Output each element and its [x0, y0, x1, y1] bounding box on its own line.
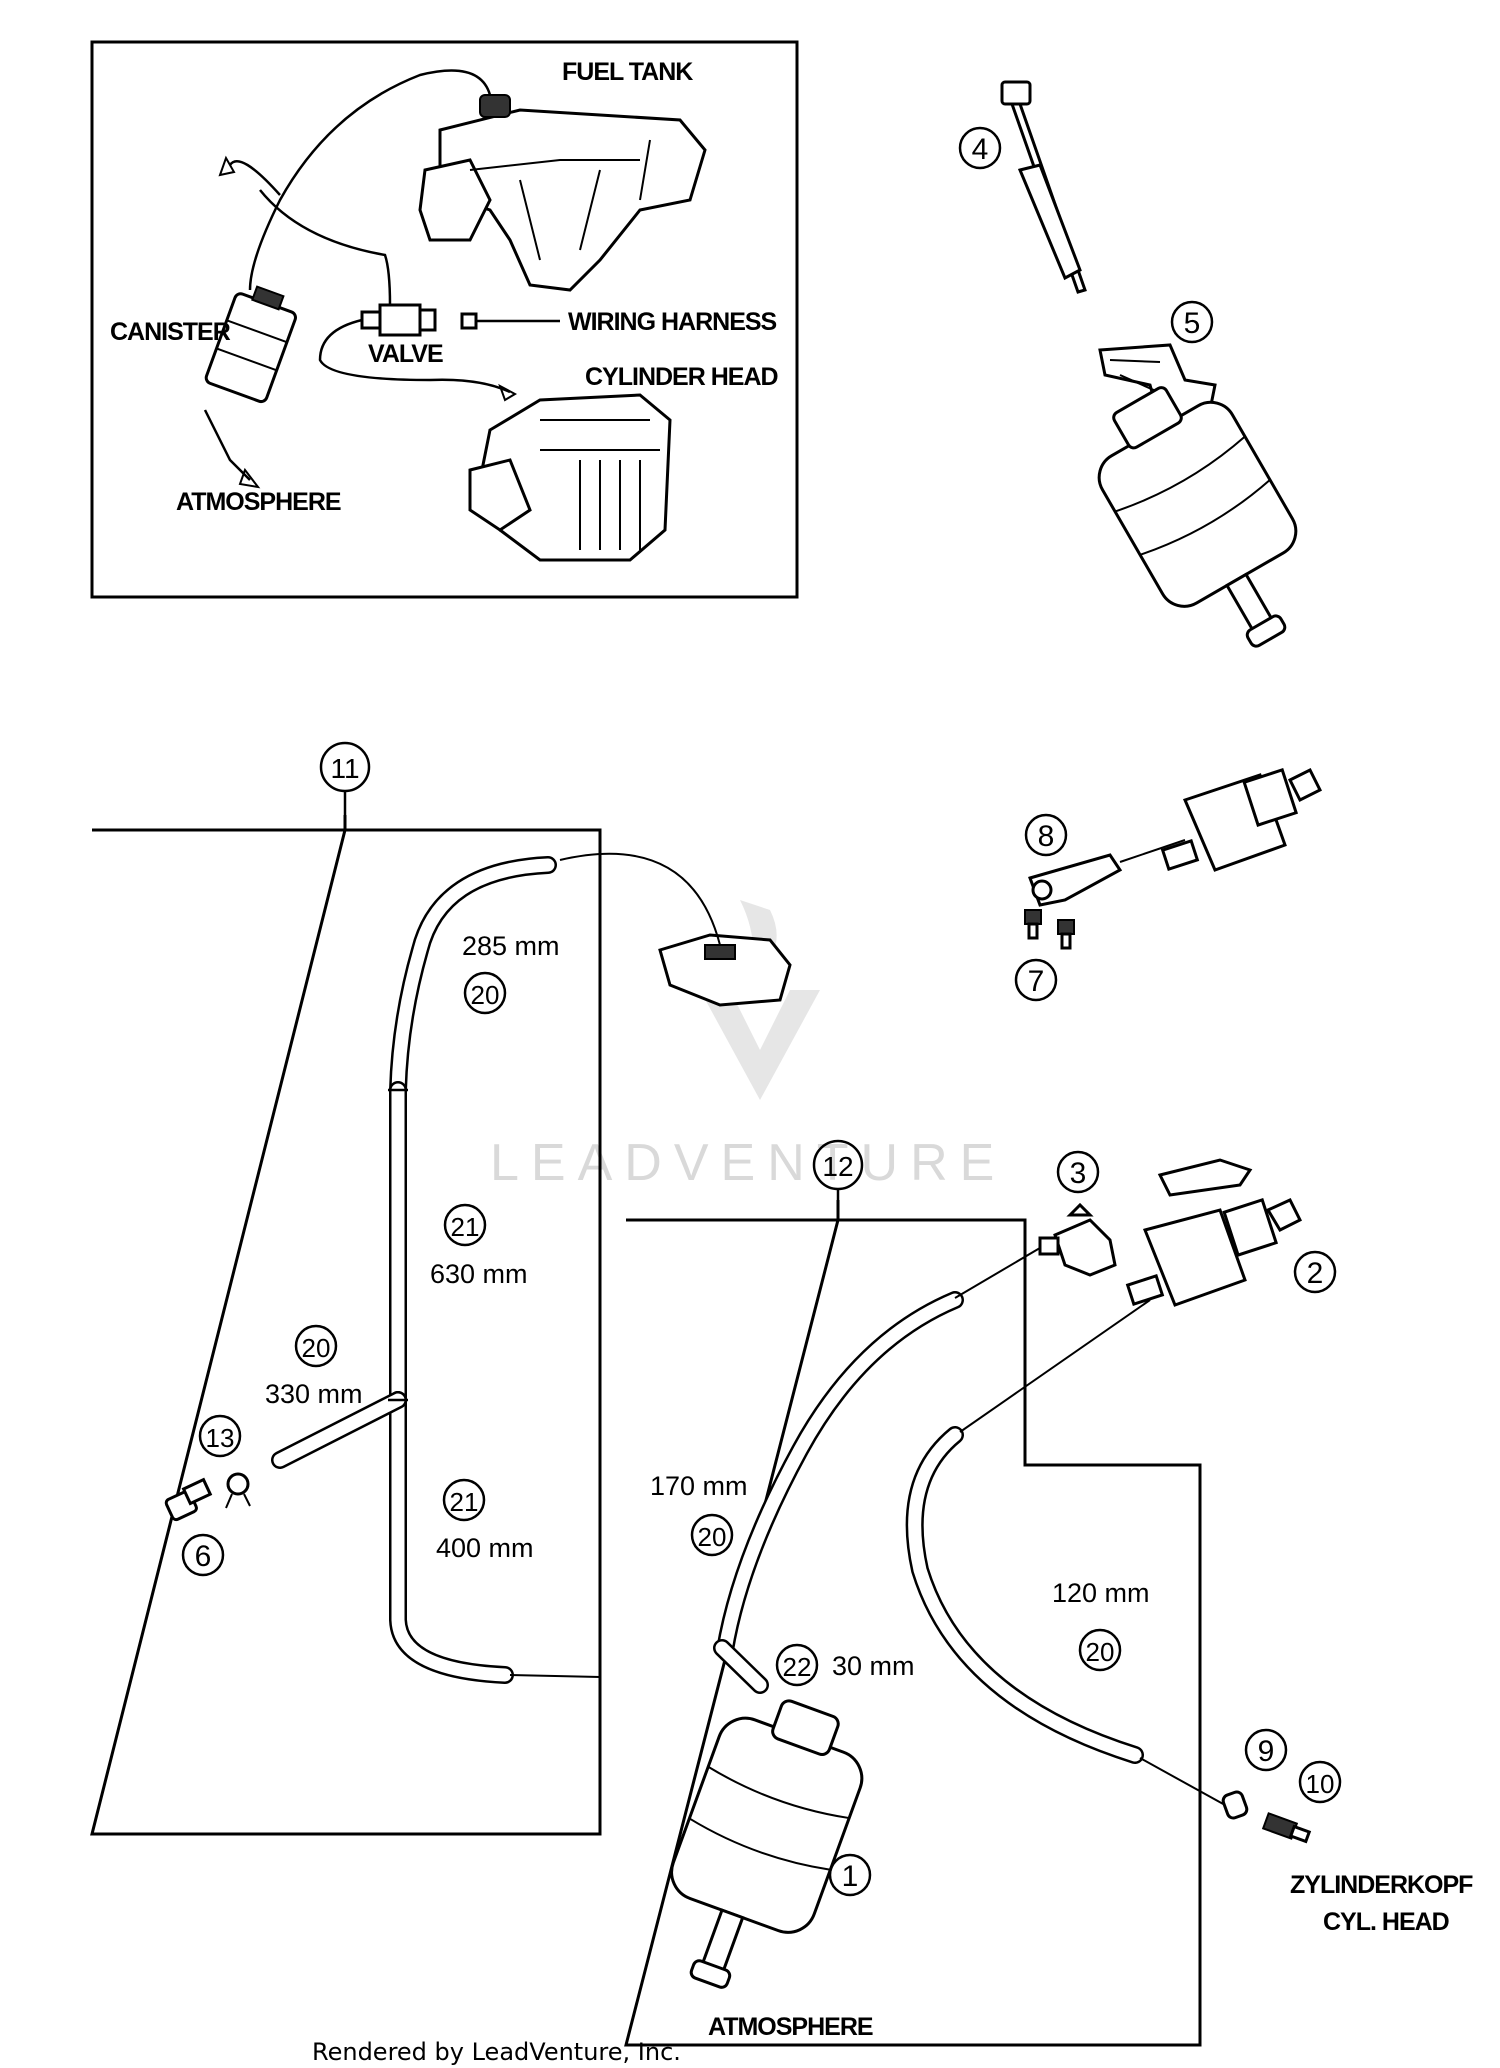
callout-2: 2	[1293, 1250, 1337, 1294]
assembly-11	[90, 815, 602, 1836]
valve-small	[360, 303, 478, 337]
callout-20-170: 20	[690, 1513, 734, 1557]
branch-line	[228, 160, 281, 196]
callout-21-630: 21	[443, 1203, 487, 1247]
svg-text:5: 5	[1184, 307, 1201, 340]
part-6-plug	[164, 1477, 213, 1522]
callout-11: 11	[319, 741, 371, 815]
length-285: 285 mm	[462, 931, 560, 961]
svg-text:6: 6	[195, 1540, 212, 1573]
svg-text:7: 7	[1028, 965, 1045, 998]
cylinder-head-illustration	[468, 393, 672, 562]
assembly-12-frame	[624, 1200, 1202, 2047]
callout-5: 5	[1170, 300, 1214, 344]
wiring-harness-label: WIRING HARNESS	[568, 308, 777, 336]
part-4-strap	[1000, 80, 1087, 294]
svg-text:22: 22	[783, 1652, 812, 1682]
callout-12: 12	[812, 1139, 864, 1200]
render-credit: Rendered by LeadVenture, Inc.	[312, 2038, 681, 2066]
callout-21-400: 21	[442, 1478, 486, 1522]
svg-text:10: 10	[1306, 1769, 1335, 1799]
callout-4: 4	[958, 126, 1002, 170]
valve-hose	[259, 189, 392, 306]
length-400: 400 mm	[436, 1533, 534, 1563]
atmosphere-bottom-label: ATMOSPHERE	[708, 2013, 873, 2041]
callout-3: 3	[1056, 1150, 1100, 1194]
svg-text:2: 2	[1307, 1257, 1324, 1290]
callout-7: 7	[1014, 958, 1058, 1002]
watermark-text: LEADVENTURE	[490, 1134, 1006, 1192]
length-630: 630 mm	[430, 1259, 528, 1289]
assembly-11-frame	[90, 815, 602, 1836]
callout-22: 22	[775, 1643, 819, 1687]
part-7-screws	[1024, 909, 1075, 950]
part-1-canister	[670, 1699, 864, 1989]
part-8-bracket	[1028, 853, 1123, 907]
svg-text:21: 21	[451, 1212, 480, 1242]
callout-10: 10	[1298, 1760, 1342, 1804]
part-10-nipple	[1261, 1812, 1312, 1844]
callout-20-120: 20	[1078, 1628, 1122, 1672]
zylinderkopf-label: ZYLINDERKOPF	[1290, 1871, 1473, 1899]
length-120: 120 mm	[1052, 1578, 1150, 1608]
atmosphere-line	[203, 409, 251, 481]
fuel-cap	[559, 852, 792, 1007]
inset-frame	[90, 40, 799, 599]
cyl-head-label: CYL. HEAD	[1323, 1908, 1449, 1936]
length-30: 30 mm	[832, 1651, 915, 1681]
svg-text:20: 20	[471, 980, 500, 1010]
svg-text:11: 11	[330, 753, 359, 784]
svg-text:9: 9	[1258, 1735, 1275, 1768]
svg-text:20: 20	[302, 1333, 331, 1363]
leadventure-watermark: LEADVENTURE	[490, 900, 1006, 1192]
svg-text:20: 20	[1086, 1637, 1115, 1667]
svg-text:1: 1	[842, 1860, 859, 1893]
svg-text:12: 12	[822, 1151, 853, 1182]
part-13-clamp	[225, 1472, 251, 1509]
svg-text:13: 13	[206, 1423, 235, 1453]
callout-20-285: 20	[463, 971, 507, 1015]
svg-text:21: 21	[450, 1487, 479, 1517]
part-9-cap	[1221, 1790, 1249, 1820]
part-3-fitting	[1038, 1202, 1117, 1277]
svg-text:3: 3	[1070, 1157, 1087, 1190]
tank-hose	[248, 69, 492, 291]
callout-8: 8	[1024, 813, 1068, 857]
inset-evap-system: FUEL TANK CANISTER VALVE WIRING HARNESS …	[90, 40, 799, 599]
callout-6: 6	[181, 1533, 225, 1577]
callout-13: 13	[198, 1414, 242, 1458]
svg-text:8: 8	[1038, 820, 1055, 853]
assembly-12	[624, 1200, 1226, 2047]
length-330: 330 mm	[265, 1379, 363, 1409]
cylinder-head-label: CYLINDER HEAD	[585, 363, 778, 391]
fuel-tank-label: FUEL TANK	[562, 58, 693, 86]
canister-top-right	[1097, 386, 1298, 648]
canister-label: CANISTER	[110, 318, 231, 346]
part-2-valve	[1125, 1158, 1303, 1307]
valve-label: VALVE	[368, 340, 443, 368]
length-170: 170 mm	[650, 1471, 748, 1501]
fuel-tank-illustration	[418, 94, 707, 292]
atmosphere-label: ATMOSPHERE	[176, 488, 341, 516]
svg-text:20: 20	[698, 1522, 727, 1552]
svg-text:4: 4	[972, 133, 989, 166]
canister-small	[204, 285, 297, 404]
head-hose	[318, 318, 511, 394]
valve-upper	[1119, 767, 1323, 872]
callout-1: 1	[828, 1853, 872, 1897]
callout-20-330: 20	[294, 1324, 338, 1368]
callout-9: 9	[1244, 1728, 1288, 1772]
